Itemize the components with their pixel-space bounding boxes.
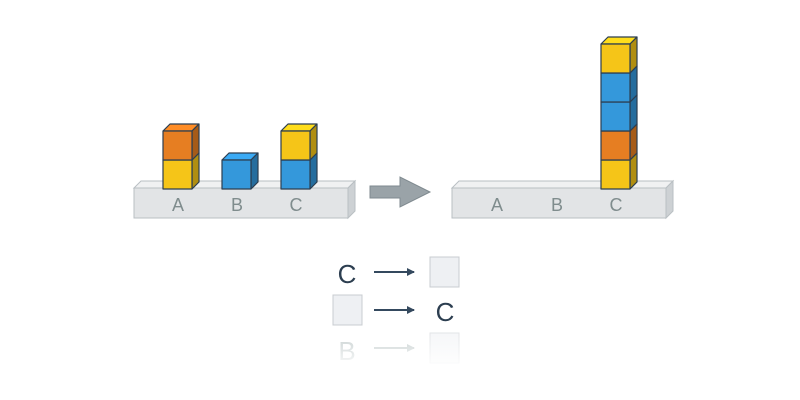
before-platform: A B C [132,179,357,220]
block-front-face [600,43,631,74]
move-from-label: C [338,259,357,289]
move-row: C [332,294,455,327]
block-yellow [280,123,318,161]
move-to-label: C [436,297,455,327]
platform-label: B [551,195,563,215]
platform-label: A [491,195,503,215]
platform-label: C [610,195,623,215]
block-front-face [600,159,631,190]
block-front-face [600,101,631,132]
block-side-face [191,123,200,161]
platform-label: A [172,195,184,215]
block-front-face [600,130,631,161]
stack-C [280,123,318,190]
block-front-face [600,72,631,103]
block-blue [221,152,259,190]
empty-slot-icon [429,256,460,288]
move-list: C C B [320,256,480,370]
block-front-face [162,130,193,161]
move-row: C [338,256,460,289]
platform-label: B [231,195,243,215]
block-side-face [629,36,638,74]
after-panel: A B C [450,36,675,220]
block-front-face [221,159,252,190]
fade-overlay [320,330,480,370]
empty-slot-icon [332,294,363,326]
block-yellow [600,36,638,74]
right-arrow-icon [369,176,432,208]
before-panel: A B C [132,123,357,220]
block-front-face [162,159,193,190]
stack-A [162,123,200,190]
stack-C [600,36,638,190]
block-orange [162,123,200,161]
before-stacks [162,123,318,190]
stack-B [221,152,259,190]
after-platform: A B C [450,179,675,220]
after-stacks [600,36,638,190]
block-side-face [309,123,318,161]
block-front-face [280,159,311,190]
platform-label: C [290,195,303,215]
block-front-face [280,130,311,161]
block-side-face [250,152,259,190]
